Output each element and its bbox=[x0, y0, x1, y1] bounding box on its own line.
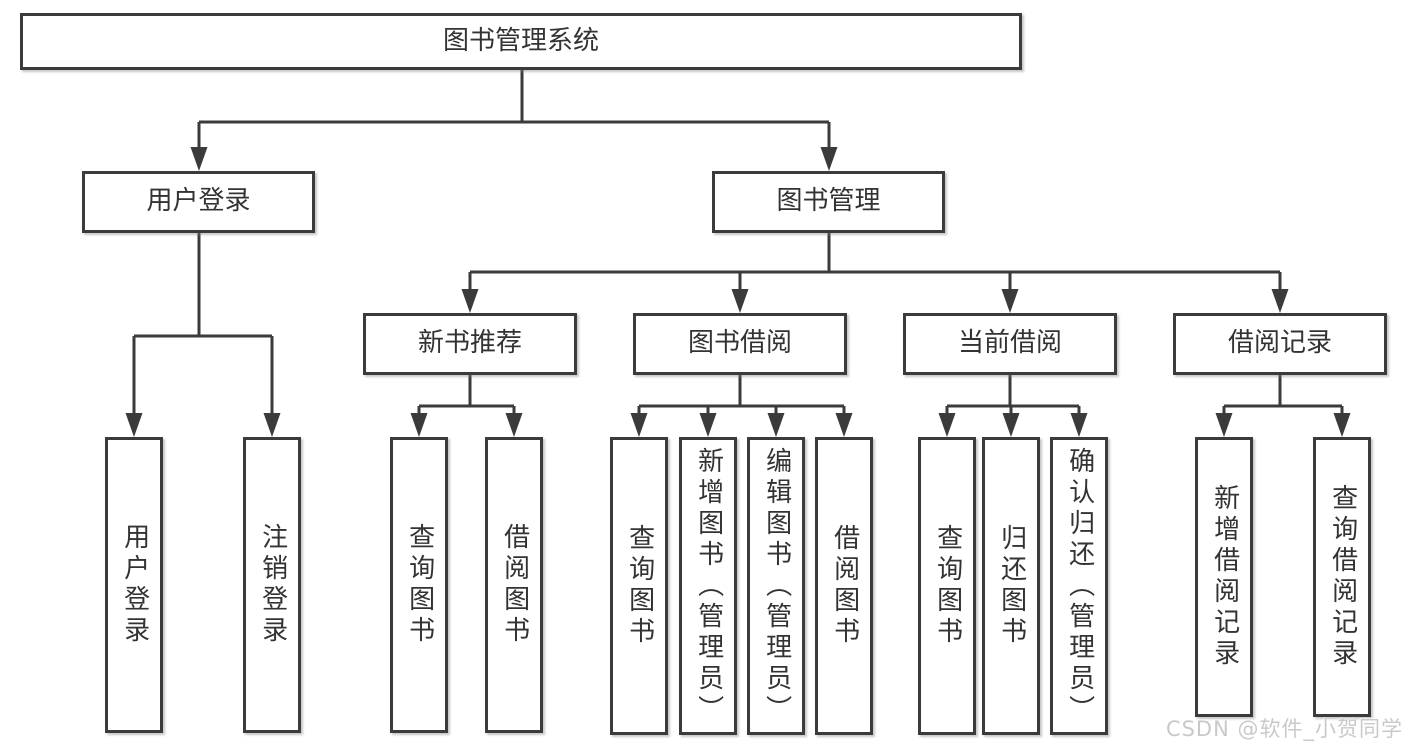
arrow-down-icon bbox=[1215, 413, 1233, 437]
arrow-down-icon bbox=[125, 413, 143, 437]
arrow-down-icon bbox=[1333, 413, 1351, 437]
connector-book-management-children bbox=[468, 233, 1282, 292]
node-label: 图书借阅 bbox=[687, 328, 792, 359]
arrow-down-icon bbox=[1001, 289, 1019, 313]
node-label: 当前借阅 bbox=[957, 328, 1062, 359]
node-borrowing-records: 借阅记录 bbox=[1173, 313, 1387, 375]
leaf-return-books: 归还图书 bbox=[982, 437, 1040, 735]
node-label: 用户登录 bbox=[146, 186, 251, 217]
node-label: 查询图书 bbox=[404, 523, 435, 647]
connector-user-login-children bbox=[132, 233, 274, 416]
arrow-down-icon bbox=[820, 147, 838, 171]
node-label: 图书管理 bbox=[776, 186, 881, 217]
arrow-down-icon bbox=[699, 413, 717, 437]
arrow-down-icon bbox=[1271, 289, 1289, 313]
leaf-query-borrow-record: 查询借阅记录 bbox=[1313, 437, 1371, 717]
leaf-logout: 注销登录 bbox=[243, 437, 301, 733]
node-label: 图书管理系统 bbox=[442, 25, 599, 56]
node-label: 借阅图书 bbox=[829, 524, 860, 648]
arrow-down-icon bbox=[190, 147, 208, 171]
connector-root-to-branches bbox=[197, 70, 831, 150]
arrow-down-icon bbox=[630, 413, 648, 437]
node-label: 编辑图书（管理员） bbox=[761, 446, 792, 726]
leaf-add-borrow-record: 新增借阅记录 bbox=[1195, 437, 1253, 717]
node-label: 确认归还（管理员） bbox=[1064, 446, 1095, 726]
node-label: 查询图书 bbox=[624, 524, 655, 648]
node-book-management: 图书管理 bbox=[712, 171, 945, 233]
node-label: 用户登录 bbox=[119, 523, 150, 647]
node-label: 借阅图书 bbox=[499, 523, 530, 647]
leaf-query-books: 查询图书 bbox=[610, 437, 668, 735]
leaf-borrow-books: 借阅图书 bbox=[815, 437, 873, 735]
csdn-watermark: CSDN @软件_小贺同学 bbox=[1165, 717, 1403, 741]
arrow-down-icon bbox=[1070, 413, 1088, 437]
arrow-down-icon bbox=[731, 289, 749, 313]
node-label: 归还图书 bbox=[996, 524, 1027, 648]
connector-borrow-records-children bbox=[1222, 375, 1344, 416]
node-label: 查询图书 bbox=[932, 524, 963, 648]
arrow-down-icon bbox=[835, 413, 853, 437]
node-user-login-branch: 用户登录 bbox=[82, 171, 315, 233]
node-library-management-system: 图书管理系统 bbox=[20, 13, 1022, 70]
leaf-user-login: 用户登录 bbox=[105, 437, 163, 733]
arrow-down-icon bbox=[505, 413, 523, 437]
leaf-query-books: 查询图书 bbox=[390, 437, 448, 733]
connector-current-borrow-children bbox=[945, 375, 1081, 416]
node-label: 新增图书（管理员） bbox=[693, 446, 724, 726]
arrow-down-icon bbox=[938, 413, 956, 437]
connector-new-book-children bbox=[417, 375, 516, 416]
arrow-down-icon bbox=[767, 413, 785, 437]
node-current-borrowing: 当前借阅 bbox=[903, 313, 1117, 375]
connector-book-borrow-children bbox=[637, 375, 846, 416]
node-label: 新增借阅记录 bbox=[1209, 484, 1240, 670]
arrow-down-icon bbox=[461, 289, 479, 313]
node-label: 注销登录 bbox=[257, 523, 288, 647]
leaf-borrow-books: 借阅图书 bbox=[485, 437, 543, 733]
node-label: 借阅记录 bbox=[1227, 328, 1332, 359]
node-new-book-recommendation: 新书推荐 bbox=[363, 313, 577, 375]
arrow-down-icon bbox=[1002, 413, 1020, 437]
arrow-down-icon bbox=[263, 413, 281, 437]
node-label: 查询借阅记录 bbox=[1327, 484, 1358, 670]
leaf-query-books: 查询图书 bbox=[918, 437, 976, 735]
leaf-confirm-return-admin: 确认归还（管理员） bbox=[1050, 437, 1108, 735]
node-book-borrowing: 图书借阅 bbox=[633, 313, 847, 375]
leaf-add-book-admin: 新增图书（管理员） bbox=[679, 437, 737, 735]
leaf-edit-book-admin: 编辑图书（管理员） bbox=[747, 437, 805, 735]
arrow-down-icon bbox=[410, 413, 428, 437]
node-label: 新书推荐 bbox=[417, 328, 522, 359]
